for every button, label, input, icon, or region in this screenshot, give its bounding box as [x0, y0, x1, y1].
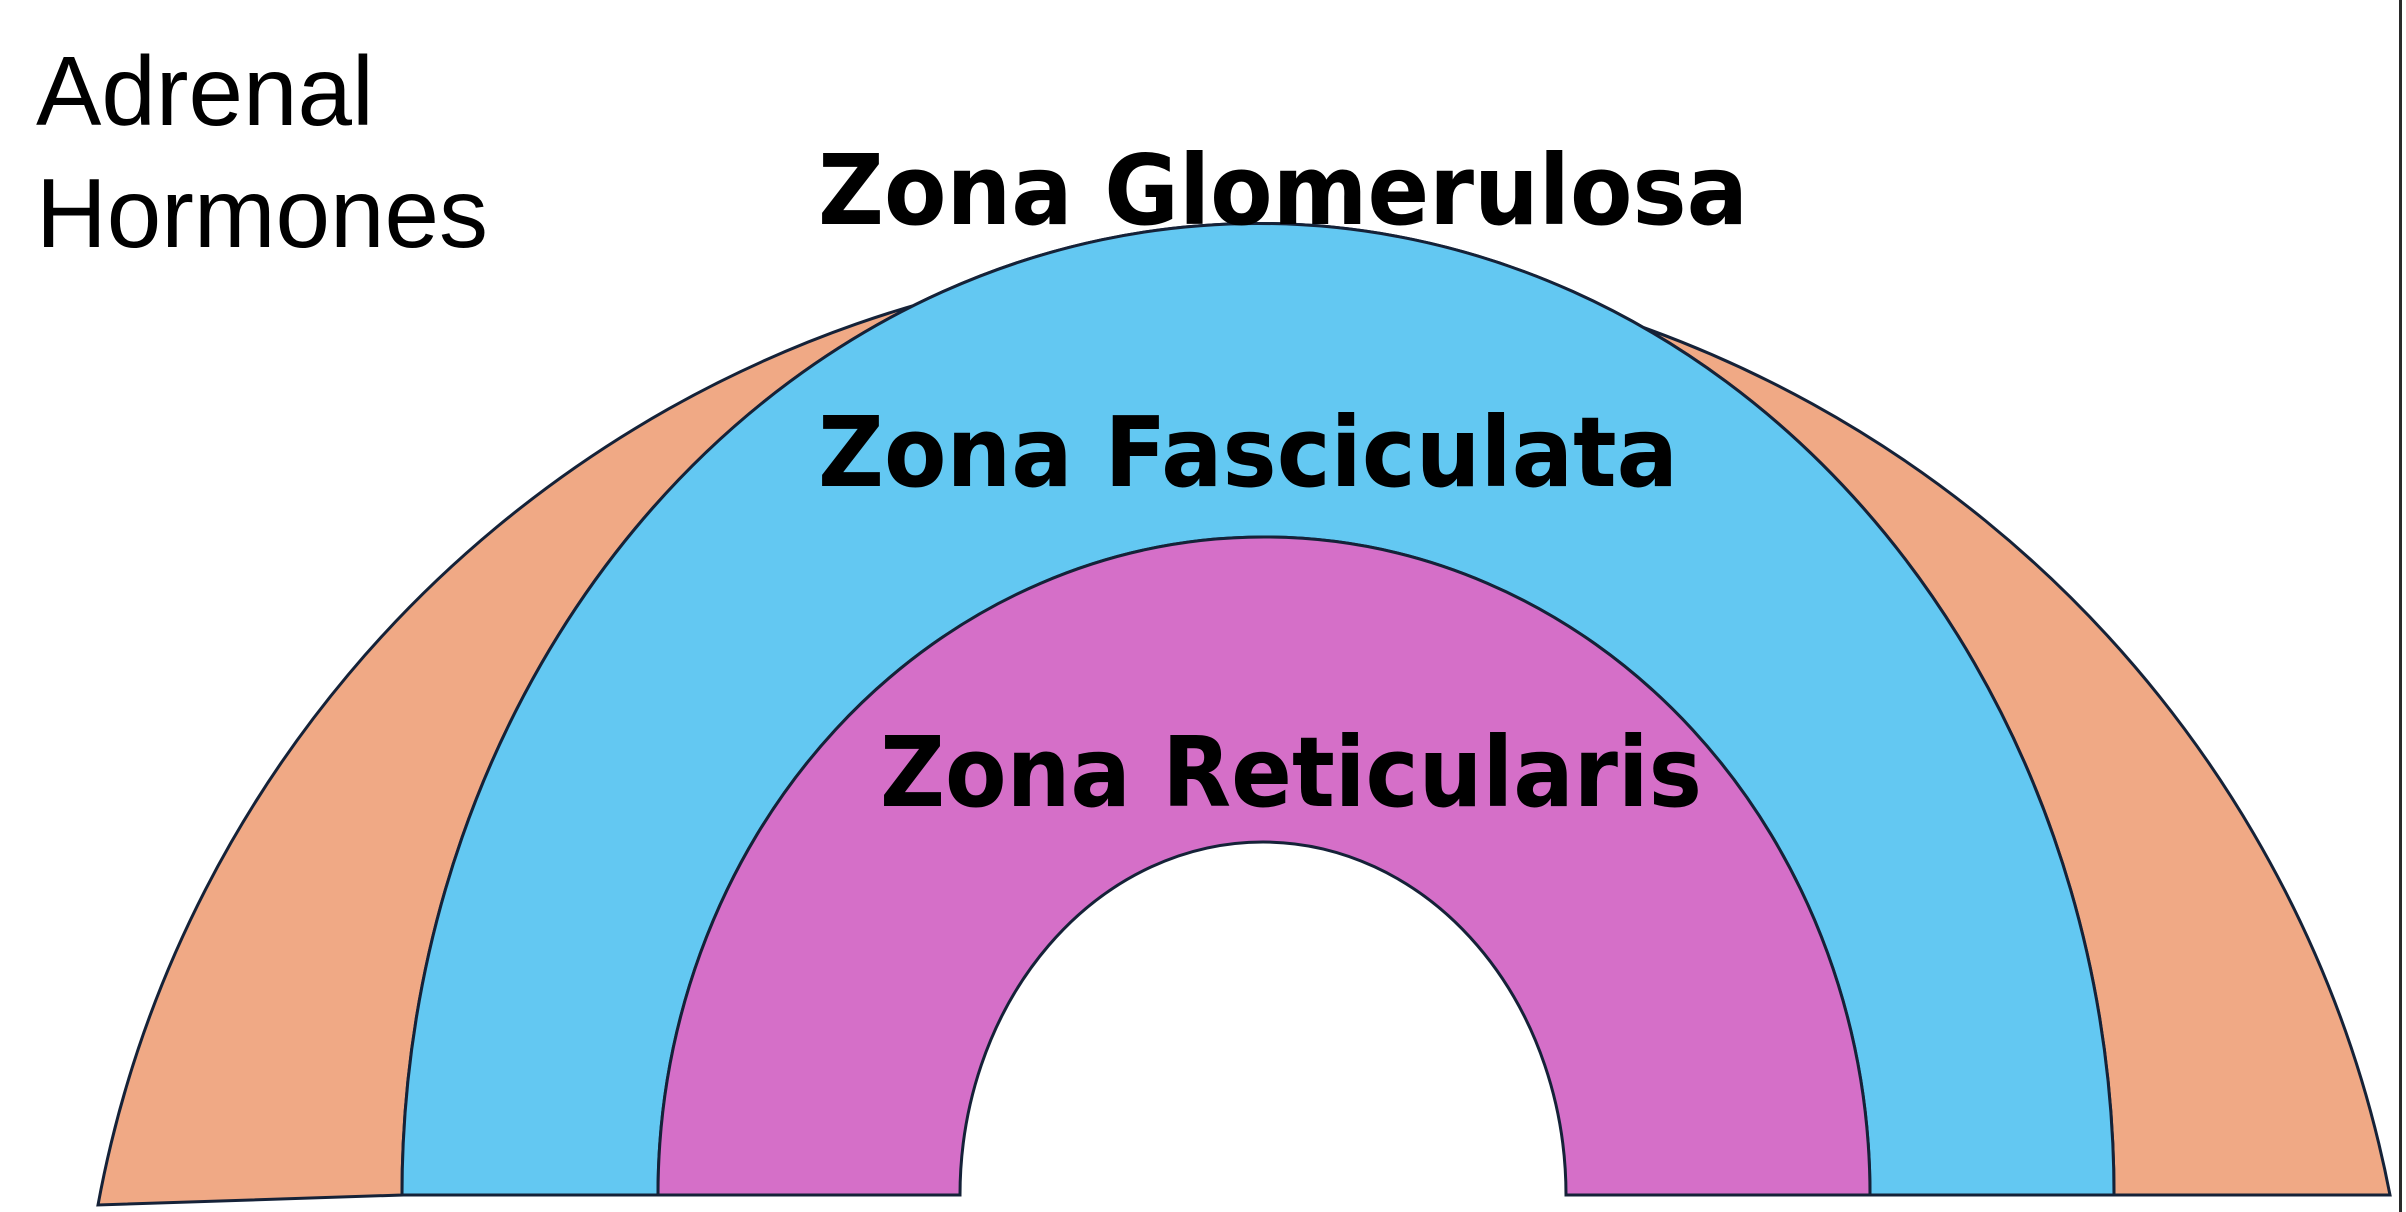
zona-glomerulosa-label: Zona Glomerulosa — [818, 134, 1748, 247]
zona-fasciculata-label: Zona Fasciculata — [818, 396, 1678, 509]
zona-reticularis-band — [656, 535, 1872, 1197]
right-border — [2399, 0, 2402, 1212]
zona-reticularis-label: Zona Reticularis — [880, 716, 1702, 829]
page-title: Adrenal Hormones — [36, 36, 489, 268]
